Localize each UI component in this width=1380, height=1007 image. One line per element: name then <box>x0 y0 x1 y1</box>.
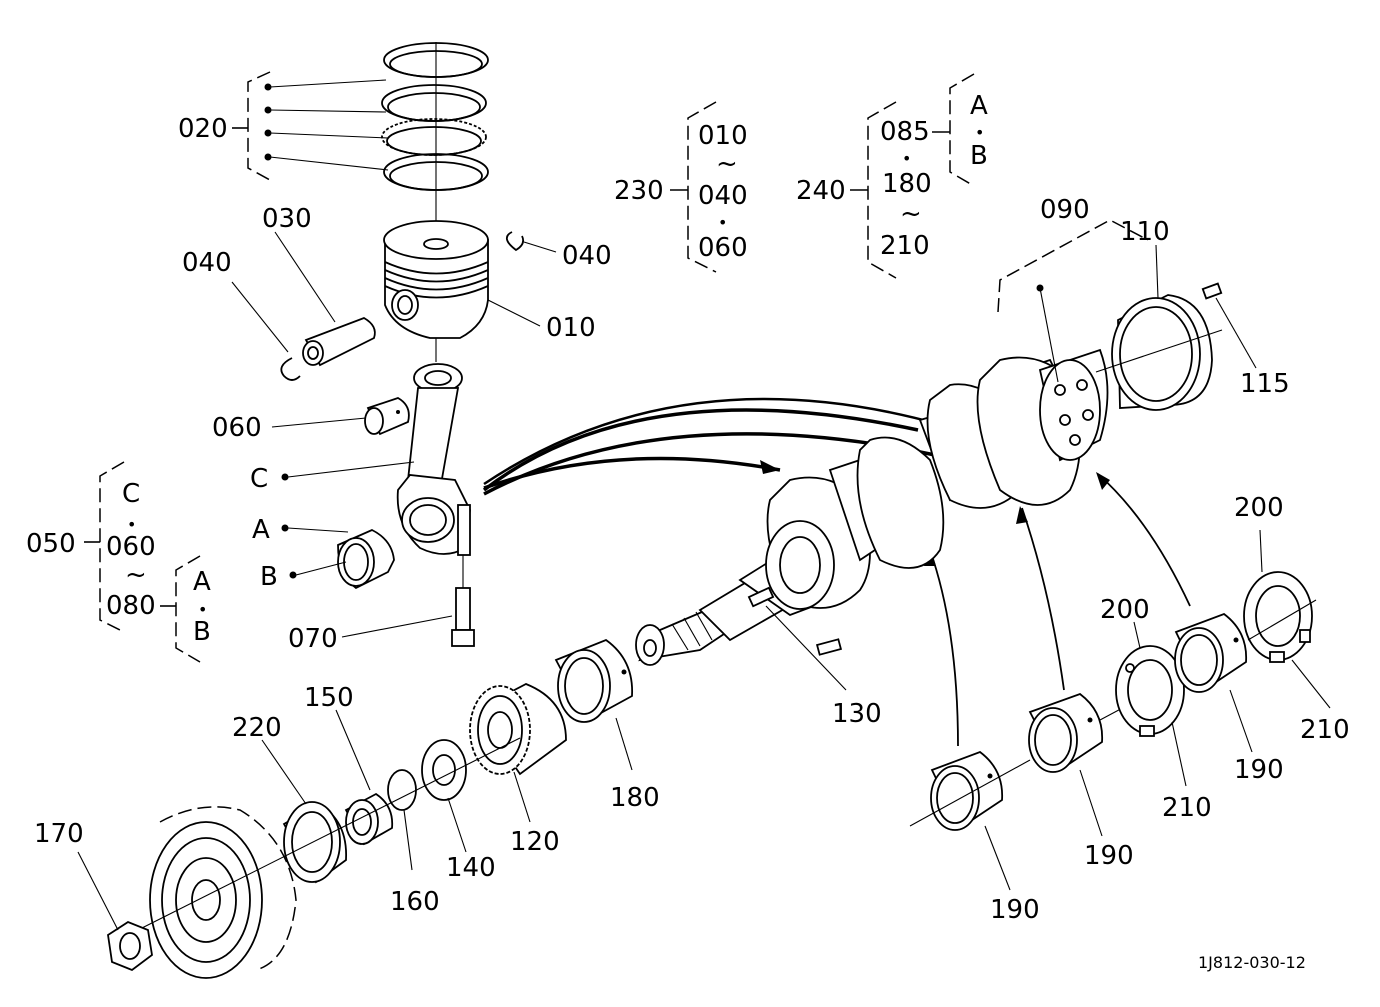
callout-210-b: 210 <box>1300 715 1350 745</box>
callout-190-a: 190 <box>990 895 1040 925</box>
callout-A: A <box>252 515 270 545</box>
crankpin-bearing <box>337 529 395 590</box>
callout-180: 180 <box>610 783 660 813</box>
callout-040-right: 040 <box>562 241 612 271</box>
group-230-label: 230 <box>614 176 664 206</box>
group-230-tilde: ~ <box>716 149 738 179</box>
callout-060: 060 <box>212 413 262 443</box>
callout-210-a: 210 <box>1162 793 1212 823</box>
callout-160: 160 <box>390 887 440 917</box>
group-050-sub-b: B <box>193 617 211 647</box>
group-240-item-180: 180 <box>882 169 932 199</box>
main-bearing-1 <box>930 750 1003 831</box>
piston <box>383 220 489 362</box>
connecting-rod <box>396 363 471 556</box>
group-050-tilde: ~ <box>125 560 147 590</box>
callout-020: 020 <box>178 114 228 144</box>
group-240-sub-b: B <box>970 141 988 171</box>
group-230-item-060: 060 <box>698 233 748 263</box>
group-240-sub-a: A <box>970 91 988 121</box>
group-050-item-c: C <box>122 479 140 509</box>
callout-010: 010 <box>546 313 596 343</box>
crankshaft-key <box>815 638 843 656</box>
group-230-sep: • <box>718 213 727 232</box>
main-bearing-case <box>1095 294 1223 411</box>
group-240-label: 240 <box>796 176 846 206</box>
group-230-item-010: 010 <box>698 121 748 151</box>
crankshaft-pulley <box>129 737 521 979</box>
rod-bolt <box>451 555 475 647</box>
oil-seal <box>282 801 347 884</box>
callout-C: C <box>250 464 268 494</box>
snap-ring-left <box>280 357 301 381</box>
group-240-tilde: ~ <box>900 199 922 229</box>
snap-ring-right <box>506 231 525 252</box>
group-050-sub-a: A <box>193 567 211 597</box>
group-240-sep: • <box>902 149 911 168</box>
thrust-washer-rear <box>1243 571 1313 663</box>
bearing-pin <box>1201 282 1223 300</box>
collar <box>421 739 467 801</box>
callout-040-left: 040 <box>182 248 232 278</box>
callout-B: B <box>260 562 278 592</box>
callout-090: 090 <box>1040 195 1090 225</box>
callout-120: 120 <box>510 827 560 857</box>
main-bearing-2 <box>1028 692 1103 773</box>
callout-190-c: 190 <box>1234 755 1284 785</box>
front-bearing <box>554 638 633 723</box>
drawing-code: 1J812-030-12 <box>1198 953 1306 972</box>
group-240-item-210: 210 <box>880 231 930 261</box>
group-050-sub-sep: • <box>198 600 207 619</box>
group-050: 050 C • 060 ~ 080 A • B <box>26 461 211 663</box>
piston-pin <box>302 317 376 367</box>
callout-200-b: 200 <box>1234 493 1284 523</box>
callout-200-a: 200 <box>1100 595 1150 625</box>
crankshaft <box>635 348 1109 666</box>
group-240: 240 085 • 180 ~ 210 A • B <box>796 73 988 279</box>
pulley-nut <box>107 920 153 972</box>
group-230: 230 010 ~ 040 • 060 <box>614 101 748 273</box>
callout-140: 140 <box>446 853 496 883</box>
callout-150: 150 <box>304 683 354 713</box>
callout-130: 130 <box>832 699 882 729</box>
spacer <box>344 792 394 846</box>
callout-030: 030 <box>262 204 312 234</box>
group-240-sub-sep: • <box>975 123 984 142</box>
group-050-item-060: 060 <box>106 532 156 562</box>
callout-220: 220 <box>232 713 282 743</box>
o-ring <box>387 769 417 811</box>
group-050-item-080: 080 <box>106 591 156 621</box>
group-230-item-040: 040 <box>698 181 748 211</box>
thrust-washer-front <box>1115 645 1185 737</box>
callout-070: 070 <box>288 624 338 654</box>
callout-110: 110 <box>1120 217 1170 247</box>
group-050-label: 050 <box>26 529 76 559</box>
crankshaft-gear <box>469 683 567 776</box>
main-bearing-3 <box>1174 612 1247 693</box>
callout-190-b: 190 <box>1084 841 1134 871</box>
group-240-item-085: 085 <box>880 117 930 147</box>
small-end-bushing <box>364 397 410 436</box>
callout-115: 115 <box>1240 369 1290 399</box>
piston-rings <box>232 42 489 230</box>
callout-170: 170 <box>34 819 84 849</box>
group-050-sep: • <box>127 515 136 534</box>
